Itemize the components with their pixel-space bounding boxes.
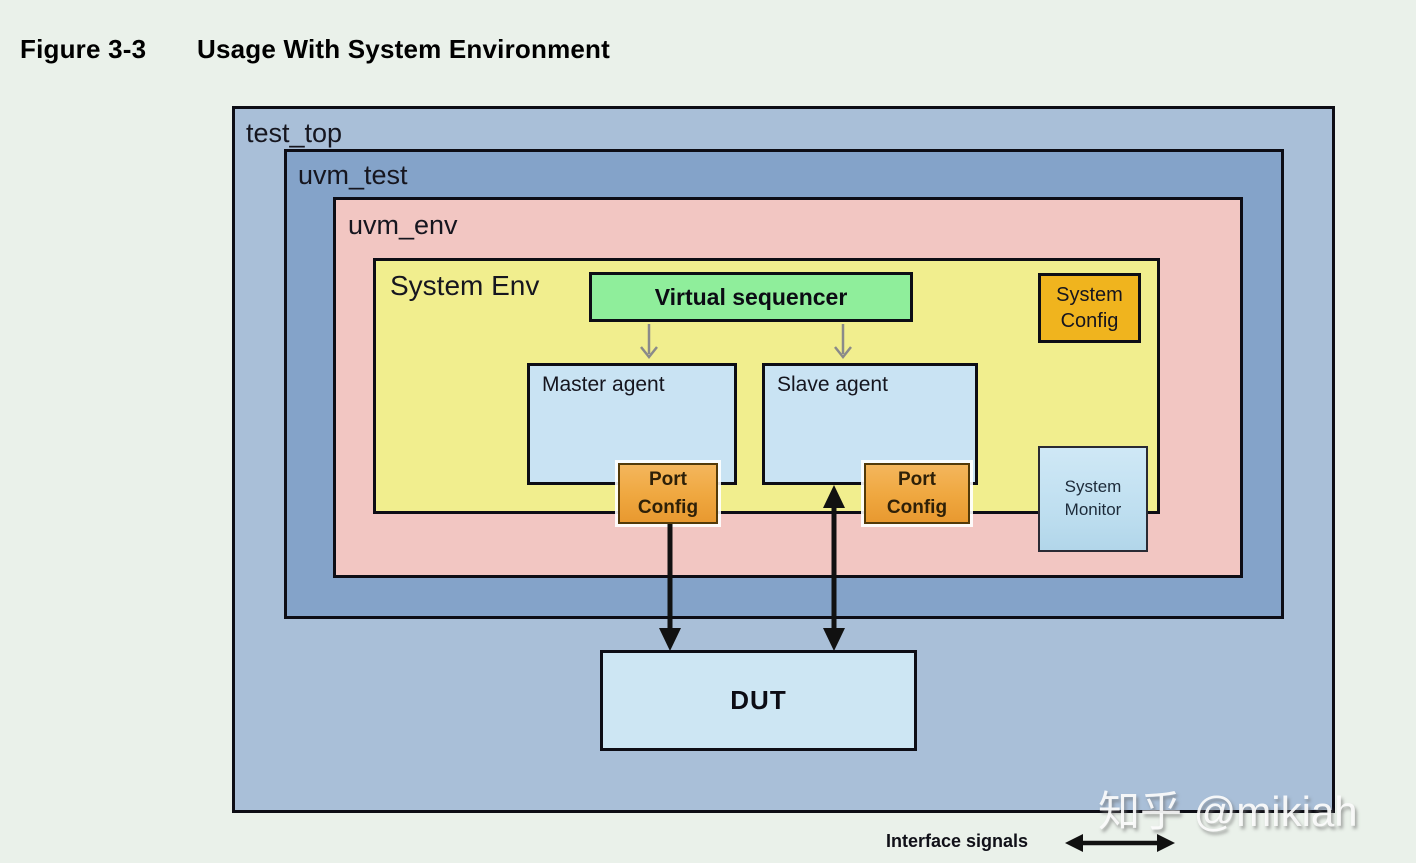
figure-caption: Usage With System Environment [197,34,610,64]
system-config-label-line1: System [1056,284,1123,306]
system-config-box: System Config [1038,273,1141,343]
interface-signals-label: Interface signals [886,831,1029,851]
port-config-slave-box: Port Config [864,463,970,524]
uvm-env-label: uvm_env [348,210,458,240]
figure-number: Figure 3-3 [20,34,147,64]
figure-title-row: Figure 3-3 Usage With System Environment [0,34,1416,64]
watermark-text: 知乎 @mikiah [1098,788,1358,835]
system-monitor-label-line2: Monitor [1064,500,1122,519]
virtual-sequencer-box: Virtual sequencer [589,272,913,322]
uvm-test-label: uvm_test [298,160,408,190]
port-config-slave-line2: Config [886,496,948,518]
virtual-sequencer-label: Virtual sequencer [654,283,848,310]
test-top-label: test_top [246,118,343,148]
system-monitor-box: System Monitor [1038,446,1148,552]
system-env-label: System Env [390,270,540,301]
system-monitor-label-line1: System [1064,477,1122,497]
master-agent-label: Master agent [542,373,665,396]
system-config-label-line2: Config [1060,310,1119,332]
port-config-master-line1: Port [649,468,687,490]
dut-box: DUT [600,650,917,751]
port-config-master-box: Port Config [618,463,718,524]
port-config-master-line2: Config [637,496,699,518]
port-config-slave-line1: Port [898,468,936,490]
slave-agent-label: Slave agent [777,373,888,396]
dut-label: DUT [730,685,787,715]
